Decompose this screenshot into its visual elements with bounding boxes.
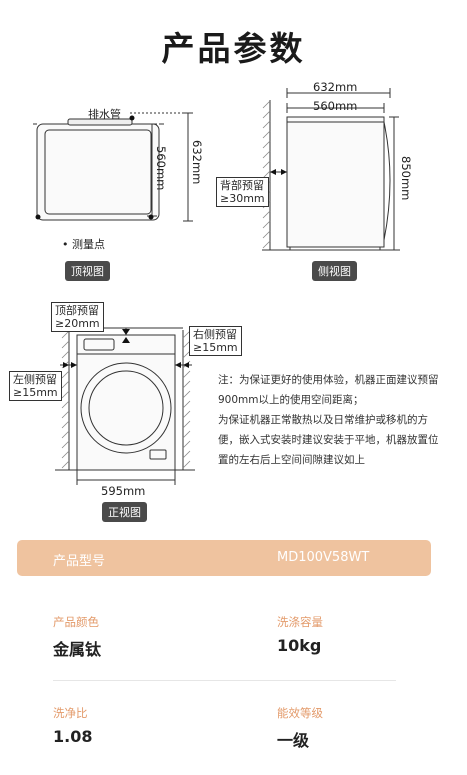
rear-clearance-value: ≥30mm xyxy=(220,192,265,205)
measure-point-label: • 测量点 xyxy=(62,238,105,251)
measure-point-dot xyxy=(35,214,41,220)
rear-clearance-box: 背部预留 ≥30mm xyxy=(216,177,269,207)
top-clearance-title: 顶部预留 xyxy=(55,304,99,317)
spec-value-capacity: 10kg xyxy=(277,636,322,655)
note-front-space: 注：为保证更好的使用体验，机器正面建议预留900mm以上的使用空间距离； xyxy=(218,374,439,406)
drain-pipe-dot xyxy=(129,115,135,121)
side-view-height: 850mm xyxy=(399,156,413,201)
rear-clearance-title: 背部预留 xyxy=(220,179,264,192)
left-clearance-title: 左侧预留 xyxy=(13,373,57,386)
right-clearance-box: 右侧预留 ≥15mm xyxy=(189,326,242,356)
model-label: 产品型号 xyxy=(53,554,106,569)
top-view-drawing xyxy=(33,112,193,222)
page-title: 产品参数 xyxy=(161,29,306,68)
top-view-tag: 顶视图 xyxy=(65,261,110,281)
top-view-depth-inner: 560mm xyxy=(154,146,168,191)
spec-label-energy: 能效等级 xyxy=(277,706,323,720)
spec-value-color: 金属钛 xyxy=(53,640,102,659)
side-view-tag: 侧视图 xyxy=(312,261,357,281)
left-clearance-value: ≥15mm xyxy=(13,386,58,399)
spec-value-wash-ratio: 1.08 xyxy=(53,727,93,746)
spec-divider xyxy=(53,680,396,681)
side-view-width-outer: 632mm xyxy=(313,80,358,94)
front-view-width: 595mm xyxy=(101,484,146,498)
note-installation: 为保证机器正常散热以及日常维护或移机的方便，嵌入式安装时建议安装于平地，机器放置… xyxy=(218,414,439,466)
front-view-tag: 正视图 xyxy=(102,502,147,522)
model-bar: 产品型号 MD100V58WT xyxy=(17,540,431,576)
measure-point-dot xyxy=(148,214,154,220)
spec-label-capacity: 洗涤容量 xyxy=(277,615,323,629)
drain-pipe-label: 排水管 xyxy=(88,108,121,121)
model-value: MD100V58WT xyxy=(277,550,370,565)
right-clearance-value: ≥15mm xyxy=(193,341,238,354)
side-view-width-inner: 560mm xyxy=(313,99,358,113)
left-clearance-box: 左侧预留 ≥15mm xyxy=(9,371,62,401)
top-view-depth-outer: 632mm xyxy=(190,140,204,185)
side-view-drawing xyxy=(262,88,400,251)
front-view-drawing xyxy=(55,327,195,485)
right-clearance-title: 右侧预留 xyxy=(193,328,237,341)
top-clearance-box: 顶部预留 ≥20mm xyxy=(51,302,104,332)
top-clearance-value: ≥20mm xyxy=(55,317,100,330)
spec-label-color: 产品颜色 xyxy=(53,615,99,629)
spec-label-wash-ratio: 洗净比 xyxy=(53,706,88,720)
spec-value-energy: 一级 xyxy=(277,731,310,750)
